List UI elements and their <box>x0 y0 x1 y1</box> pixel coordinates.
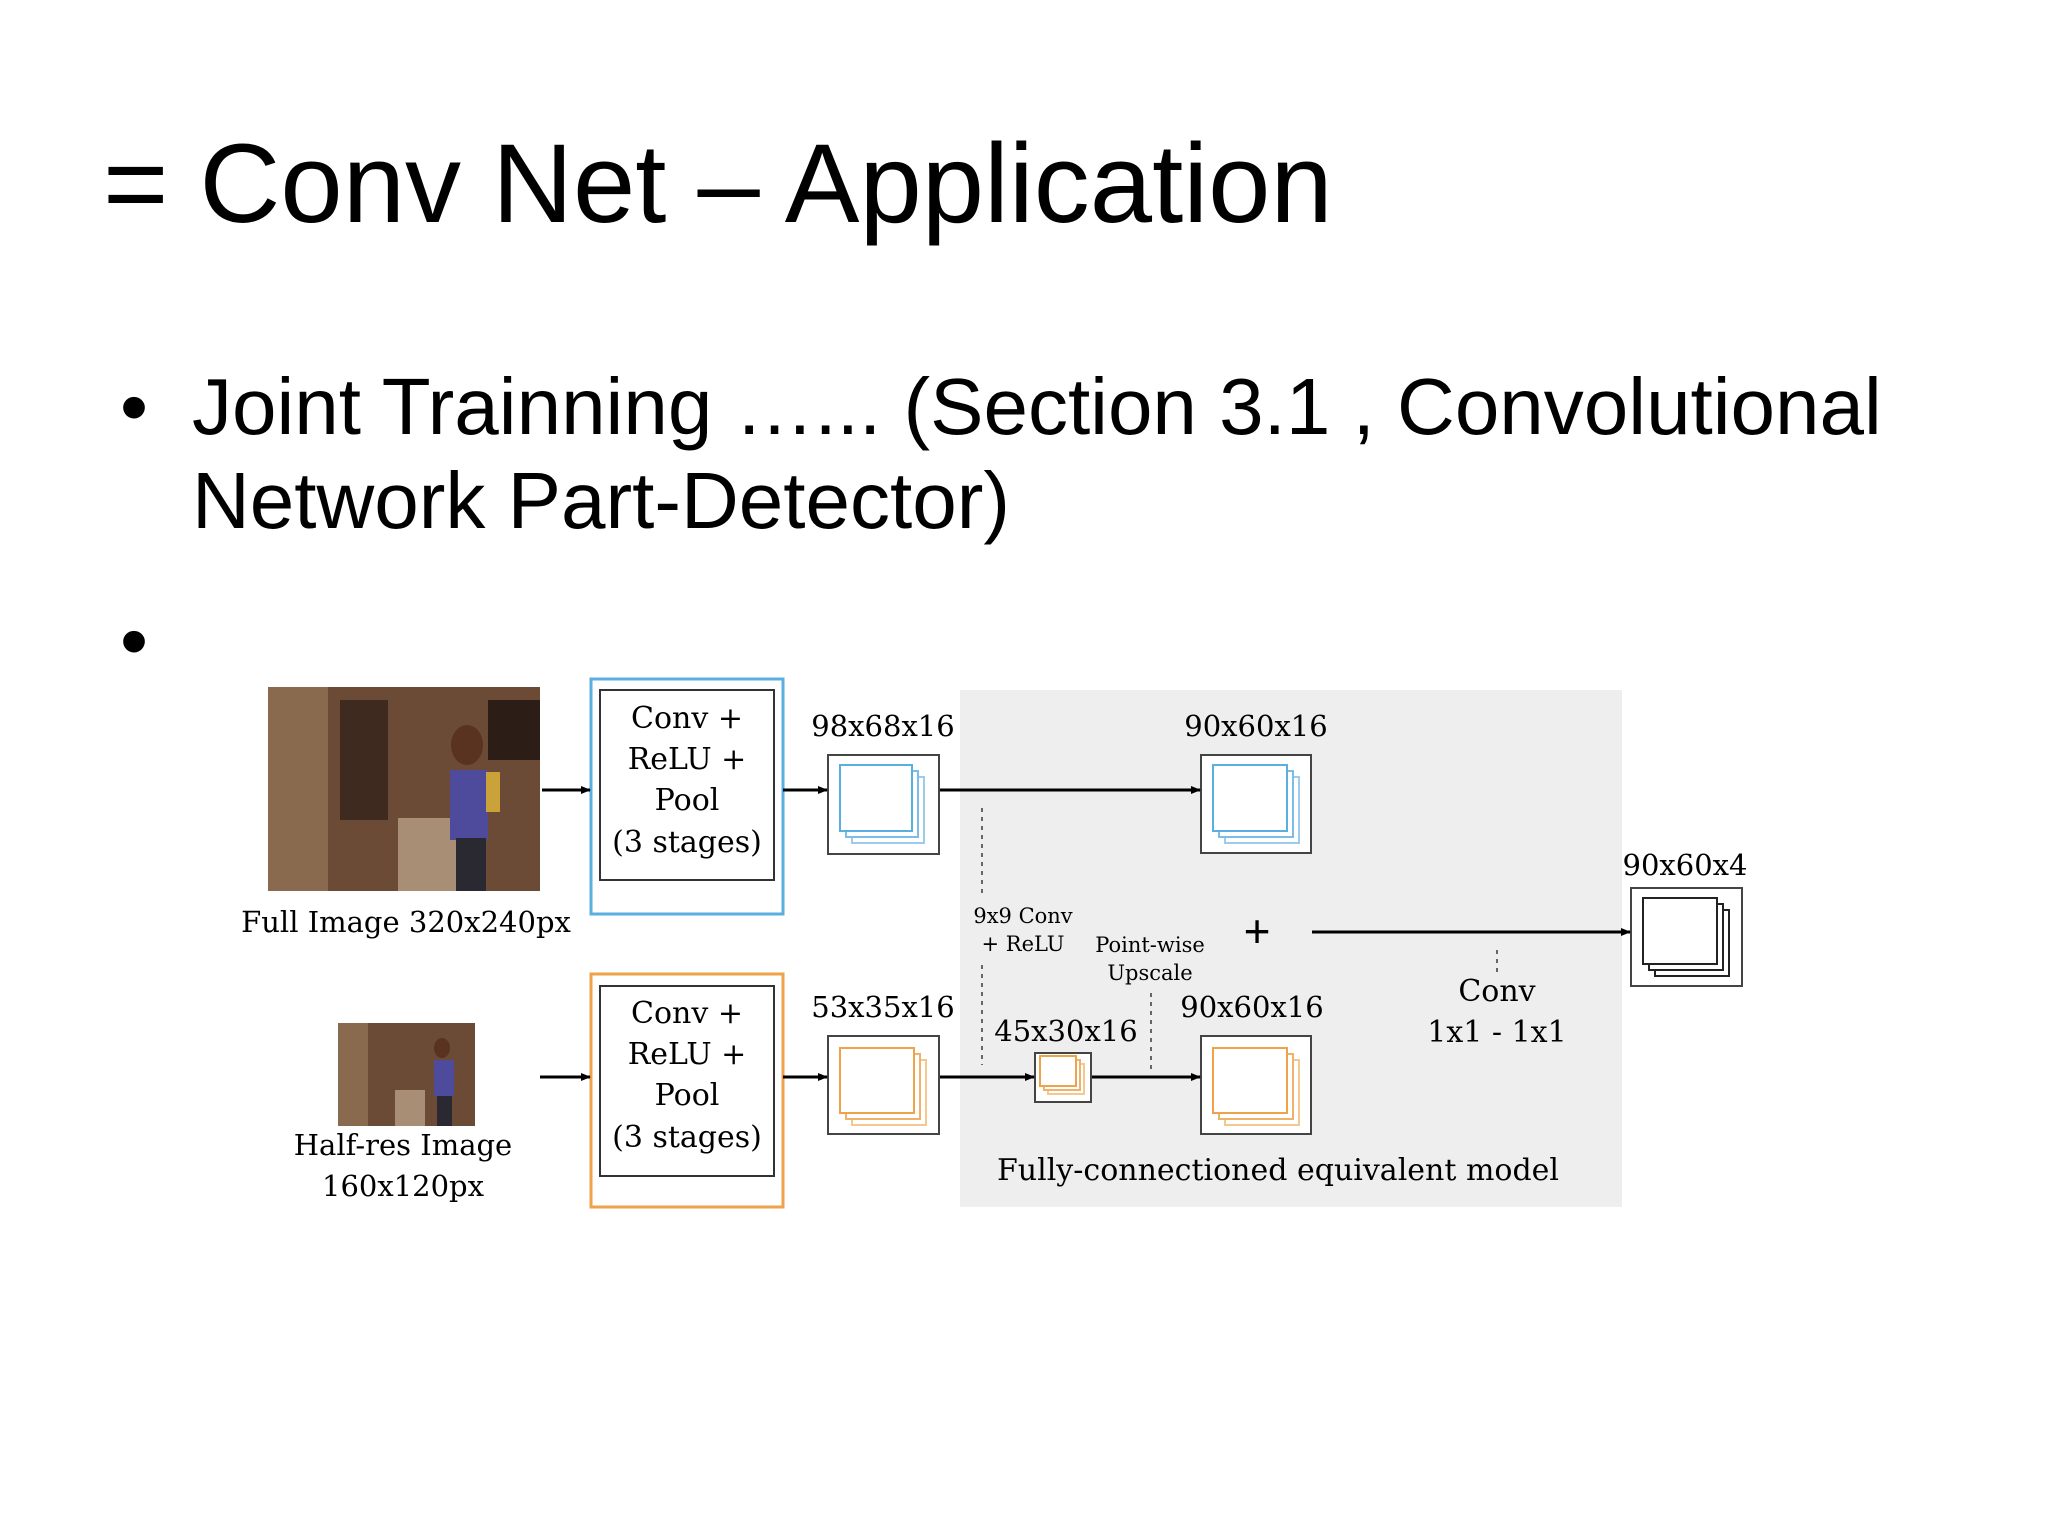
feature-map-top-2 <box>1200 754 1312 854</box>
bullet-list: • Joint Trainning …... (Section 3.1 , Co… <box>120 360 2000 688</box>
conv-block-top-line4: (3 stages) <box>612 825 762 860</box>
feature-map-output <box>1630 887 1743 987</box>
label-bottom-fm2: 90x60x16 <box>1180 990 1323 1024</box>
label-conv1-line2: 1x1 - 1x1 <box>1427 1015 1566 1050</box>
feature-map-bottom-1 <box>827 1035 940 1135</box>
slide-title: = Conv Net – Application <box>103 121 1333 246</box>
feature-map-top-1 <box>827 754 940 855</box>
label-output: 90x60x4 <box>1623 848 1748 882</box>
label-fc-model: Fully-connectioned equivalent model <box>997 1153 1559 1188</box>
half-image-photo <box>338 1023 475 1126</box>
conv-block-top-inner <box>599 689 775 881</box>
conv-block-top-outer <box>589 677 785 916</box>
bullet-item: • Joint Trainning …... (Section 3.1 , Co… <box>120 360 2000 548</box>
feature-map-small <box>1034 1052 1092 1103</box>
label-conv9-line1: 9x9 Conv <box>973 904 1072 928</box>
feature-map-bottom-2 <box>1200 1035 1312 1135</box>
conv-block-bottom-outer <box>589 972 785 1209</box>
label-conv9-line2: + ReLU <box>981 932 1064 956</box>
conv-block-bottom-line1: Conv + <box>631 996 743 1031</box>
label-top-fm1: 98x68x16 <box>811 709 954 743</box>
half-image-caption-line2: 160x120px <box>322 1169 484 1203</box>
conv-block-bottom-inner <box>599 985 775 1177</box>
conv-block-bottom-line3: Pool <box>655 1078 720 1113</box>
full-image-photo <box>268 687 540 891</box>
label-top-fm2: 90x60x16 <box>1184 709 1327 743</box>
label-conv1-line1: Conv <box>1458 974 1535 1009</box>
half-image-caption-line1: Half-res Image <box>294 1128 512 1162</box>
label-bottom-fm1: 53x35x16 <box>811 990 954 1024</box>
full-image-caption: Full Image 320x240px <box>241 905 571 939</box>
conv-block-top-line3: Pool <box>655 783 720 818</box>
conv-block-top-line2: ReLU + <box>628 742 747 777</box>
label-small-fm: 45x30x16 <box>994 1014 1137 1048</box>
conv-block-bottom-line4: (3 stages) <box>612 1120 762 1155</box>
flow-arrows <box>540 786 1631 1081</box>
dotted-dividers <box>981 808 1498 1072</box>
conv-block-top-line1: Conv + <box>631 701 743 736</box>
plus-icon: + <box>1244 905 1271 957</box>
bullet-dot: • <box>120 362 149 451</box>
bullet-text: Joint Trainning …... (Section 3.1 , Conv… <box>192 362 1882 545</box>
conv-block-bottom-line2: ReLU + <box>628 1037 747 1072</box>
bullet-item-empty: • <box>120 594 2000 688</box>
label-upscale-line2: Upscale <box>1107 961 1192 985</box>
label-upscale-line1: Point-wise <box>1095 933 1205 957</box>
bullet-dot: • <box>120 596 149 685</box>
